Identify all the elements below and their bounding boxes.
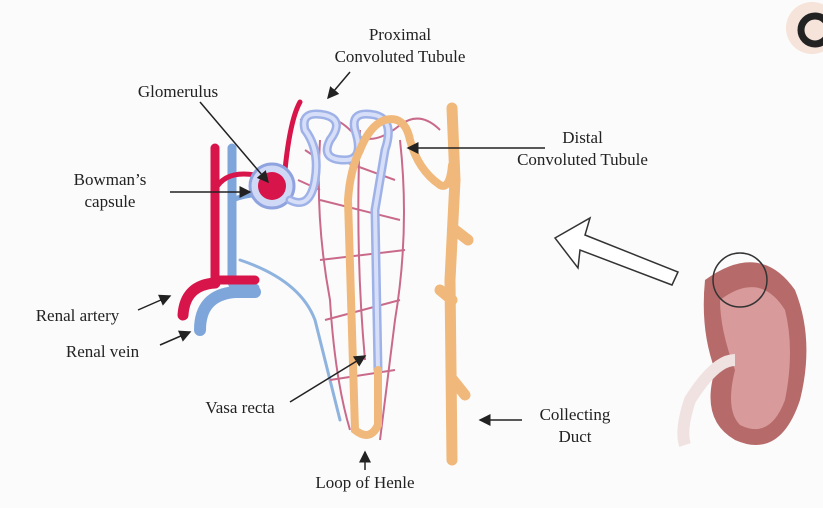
label-line: Bowman’s (73, 170, 147, 189)
zoom-arrow (553, 216, 680, 286)
label-glomerulus: Glomerulus (137, 82, 219, 101)
label-collecting-duct: Collecting Duct (520, 404, 630, 448)
label-renal-artery: Renal artery (35, 306, 120, 325)
distal-convoluted-tubule (356, 115, 456, 190)
label-line: Convoluted Tubule (334, 47, 466, 66)
collecting-duct (434, 102, 474, 466)
peritubular-capillaries (297, 115, 441, 441)
label-line: Distal (562, 128, 603, 147)
kidney-icon (677, 252, 807, 447)
label-line: Proximal (368, 25, 432, 44)
proximal-convoluted-tubule (285, 109, 393, 375)
pointer-arrows (137, 71, 545, 470)
label-loop-of-henle: Loop of Henle (315, 473, 415, 492)
label-line: Convoluted Tubule (517, 150, 648, 169)
label-renal-vein: Renal vein (65, 342, 140, 361)
label-line: Collecting (539, 405, 611, 424)
label-line: Duct (558, 427, 592, 446)
label-proximal-convoluted-tubule: Proximal Convoluted Tubule (300, 24, 500, 68)
logo-icon (786, 2, 823, 54)
label-distal-convoluted-tubule: Distal Convoluted Tubule (490, 127, 675, 171)
label-line: capsule (84, 192, 136, 211)
renal-artery (177, 99, 303, 321)
label-vasa-recta: Vasa recta (205, 398, 275, 417)
label-bowmans-capsule: Bowman’s capsule (55, 169, 165, 213)
loop-of-henle (343, 146, 382, 439)
